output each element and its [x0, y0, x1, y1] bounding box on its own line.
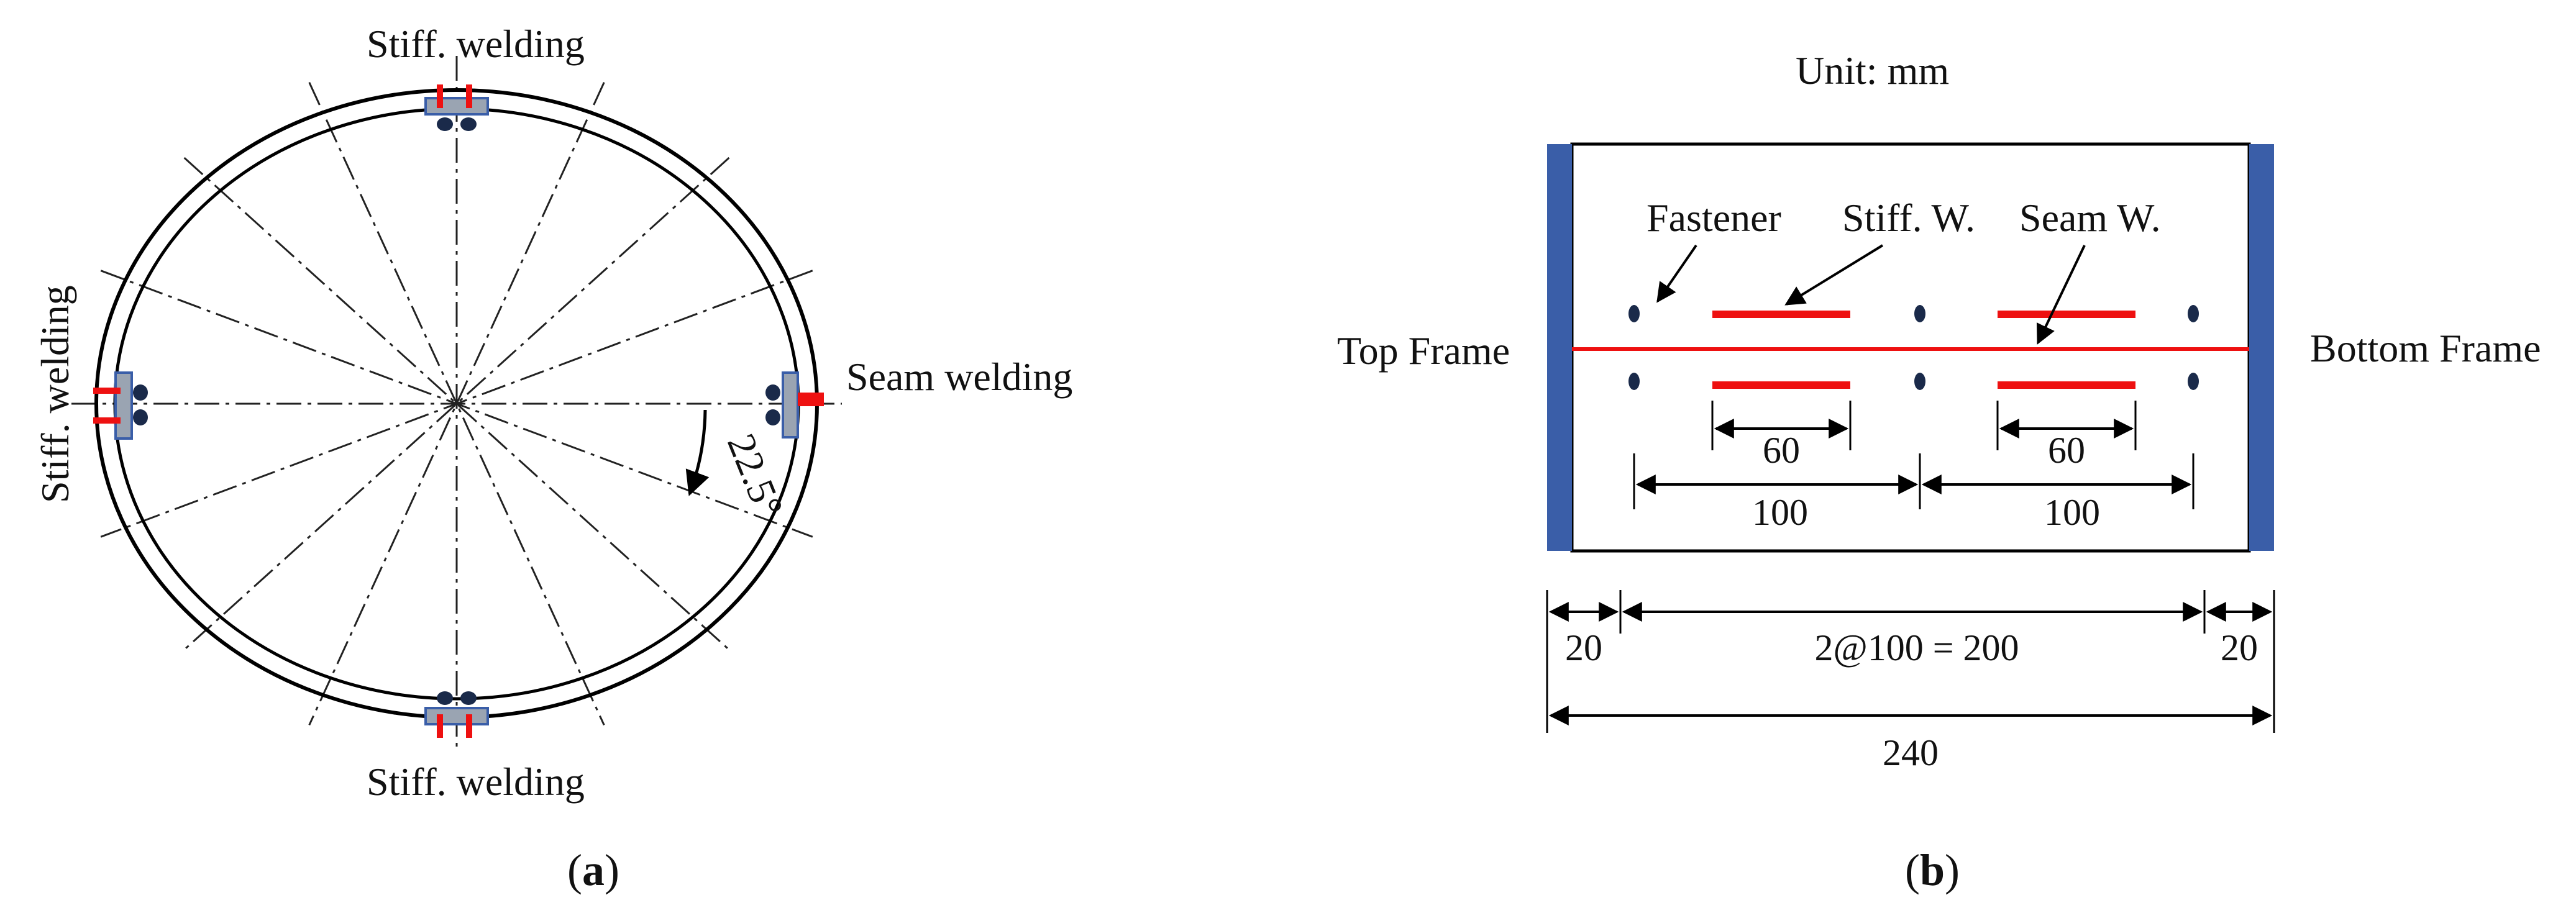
angle-label: 22.5°	[719, 428, 792, 524]
unit-label: Unit: mm	[1796, 48, 1949, 93]
stiff-weld-leader	[1784, 244, 1884, 306]
dim-60-left: 60	[1763, 430, 1800, 471]
caption-a: (a)	[567, 845, 619, 895]
dim-20-left: 20	[1565, 627, 1602, 668]
top-stiffener-connection	[424, 84, 489, 131]
bottom-stiffener-connection	[424, 691, 489, 738]
dim-20-right: 20	[2221, 627, 2258, 668]
stiff-weld-label: Stiff. W.	[1842, 196, 1975, 240]
seam-weld-leader	[2036, 245, 2086, 345]
bottom-frame-bar	[2249, 144, 2274, 551]
right-seam-connection	[765, 371, 824, 439]
left-stiffener-label: Stiff. welding	[33, 285, 77, 503]
fastener-leader	[1656, 244, 1697, 303]
centerline	[308, 82, 605, 725]
fasteners	[1628, 305, 2199, 390]
bottom-frame-label: Bottom Frame	[2310, 326, 2541, 370]
caption-b: (b)	[1905, 845, 1960, 895]
left-stiffener-connection	[93, 371, 148, 440]
dim-240: 240	[1883, 732, 1939, 773]
dim-200: 2@100 = 200	[1814, 627, 2019, 668]
dim-100-right: 100	[2044, 492, 2100, 533]
stiff-weld-lower-left	[1712, 381, 1850, 389]
dim-100-left: 100	[1752, 492, 1808, 533]
centerline	[308, 82, 605, 725]
top-frame-label: Top Frame	[1337, 329, 1510, 373]
radial-centerlines	[71, 56, 842, 752]
bottom-stiffener-label: Stiff. welding	[367, 760, 585, 804]
right-seam-label: Seam welding	[846, 355, 1072, 399]
seam-weld-label: Seam W.	[2019, 196, 2161, 240]
panel-a: 22.5° Stiff. welding Stiff. welding Stif…	[33, 22, 1072, 895]
panel-b: Unit: mm Fastener Stiff. W. Seam W. Top …	[1337, 48, 2541, 895]
stiff-weld-upper-right	[1998, 311, 2135, 318]
top-frame-bar	[1547, 144, 1572, 551]
angle-arc	[685, 409, 710, 496]
stiff-weld-upper-left	[1712, 311, 1850, 318]
dim-60-right: 60	[2048, 430, 2085, 471]
centerline	[100, 270, 813, 538]
fastener-label: Fastener	[1647, 196, 1781, 240]
top-stiffener-label: Stiff. welding	[367, 22, 585, 66]
stiff-weld-lower-right	[1998, 381, 2135, 389]
